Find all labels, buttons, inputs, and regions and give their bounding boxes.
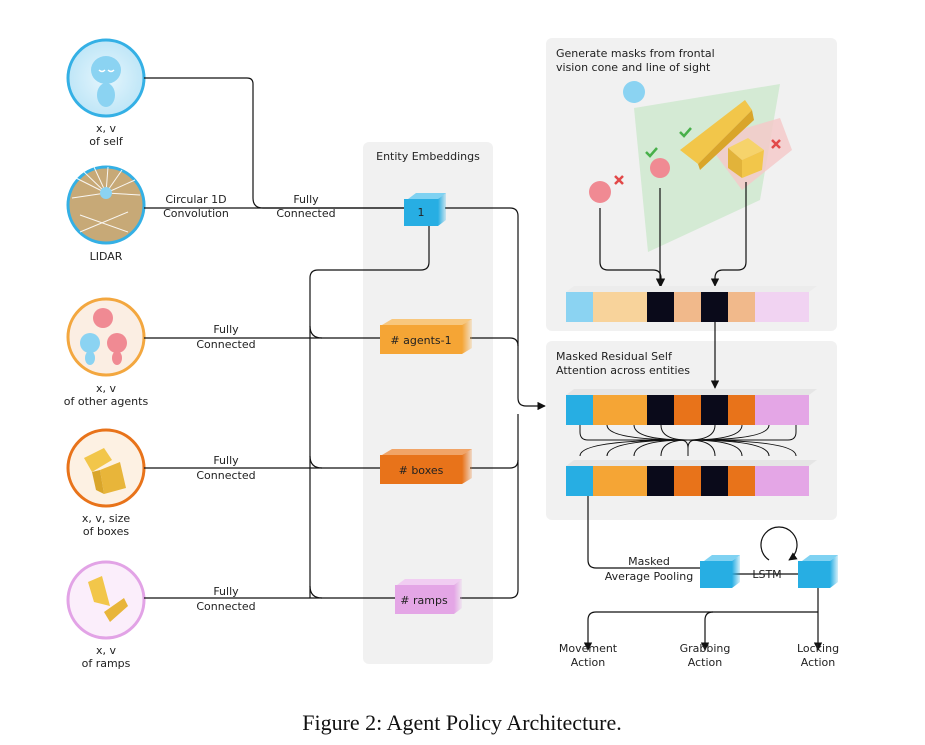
lstm-label: LSTM	[752, 568, 781, 581]
input-boxes: x, v, size of boxes	[66, 428, 146, 538]
edge-labels: Circular 1D Convolution Fully Connected …	[163, 193, 335, 613]
locking-action-label-1: Locking	[797, 642, 839, 655]
fc-top-label-2: Connected	[276, 207, 335, 220]
ramps-label-2: of ramps	[82, 657, 131, 670]
mask-arrows	[599, 182, 747, 287]
ramps-label-1: x, v	[96, 644, 117, 657]
agents-label-1: x, v	[96, 382, 117, 395]
input-ramps: x, v of ramps	[66, 560, 146, 670]
conv-label-1: Circular 1D	[165, 193, 226, 206]
input-self: x, v of self	[66, 38, 146, 148]
boxes-icon	[84, 448, 126, 494]
agents-label-2: of other agents	[64, 395, 149, 408]
movement-action-label-2: Action	[571, 656, 605, 669]
agent-blue-icon	[91, 56, 121, 107]
boxes-label-2: of boxes	[83, 525, 129, 538]
fc-ramps-label-1: Fully	[213, 585, 239, 598]
fc-boxes-label-2: Connected	[196, 469, 255, 482]
cross-icon	[614, 139, 781, 185]
attention-links	[579, 424, 797, 457]
pooling-connectors	[583, 496, 823, 651]
ramp-object-icon	[680, 100, 754, 170]
left-connectors	[144, 77, 546, 599]
embedding-agents-label: # agents-1	[390, 334, 451, 347]
pooling-label-1: Masked	[628, 555, 670, 568]
embedding-self-label: 1	[418, 206, 425, 219]
attention-title-1: Masked Residual Self	[556, 350, 673, 363]
embedding-ramps-label: # ramps	[400, 594, 448, 607]
pooled-embedding	[700, 555, 740, 588]
self-agent-icon	[623, 81, 645, 103]
embedding-ramps: # ramps	[395, 579, 462, 614]
figure-caption: Figure 2: Agent Policy Architecture.	[302, 710, 622, 735]
visible-agent-icon	[650, 158, 670, 178]
lidar-label: LIDAR	[90, 250, 123, 263]
attention-row-2	[566, 460, 817, 496]
locking-action-label-2: Action	[801, 656, 835, 669]
mask-token-row	[566, 286, 817, 322]
check-icon	[645, 127, 692, 158]
hidden-agent-icon	[589, 181, 611, 203]
input-agents: x, v of other agents	[64, 297, 149, 408]
self-label-2: of self	[89, 135, 124, 148]
other-agents-icon	[80, 308, 127, 365]
fc-top-label-1: Fully	[293, 193, 319, 206]
conv-label-2: Convolution	[163, 207, 229, 220]
attention-row-1	[566, 389, 817, 425]
embedding-self: 1	[404, 193, 446, 226]
box-object-icon	[728, 138, 764, 178]
pooling-label-2: Average Pooling	[605, 570, 693, 583]
ramps-icon	[88, 576, 128, 622]
mask-title-1: Generate masks from frontal	[556, 47, 715, 60]
movement-action-label-1: Movement	[559, 642, 618, 655]
attention-title-2: Attention across entities	[556, 364, 690, 377]
embedding-agents: # agents-1	[380, 319, 472, 354]
embedding-boxes: # boxes	[380, 449, 472, 484]
grabbing-action-label-2: Action	[688, 656, 722, 669]
embeddings-title: Entity Embeddings	[376, 150, 480, 163]
input-lidar: LIDAR	[66, 165, 146, 263]
lstm-output	[798, 555, 838, 588]
fc-boxes-label-1: Fully	[213, 454, 239, 467]
fc-agents-label-1: Fully	[213, 323, 239, 336]
fc-ramps-label-2: Connected	[196, 600, 255, 613]
self-label-1: x, v	[96, 122, 117, 135]
mask-title-2: vision cone and line of sight	[556, 61, 711, 74]
embedding-boxes-label: # boxes	[399, 464, 444, 477]
fc-agents-label-2: Connected	[196, 338, 255, 351]
grabbing-action-label-1: Grabbing	[680, 642, 731, 655]
boxes-label-1: x, v, size	[82, 512, 131, 525]
vision-cone	[589, 81, 792, 252]
entity-embeddings-panel	[363, 142, 493, 664]
